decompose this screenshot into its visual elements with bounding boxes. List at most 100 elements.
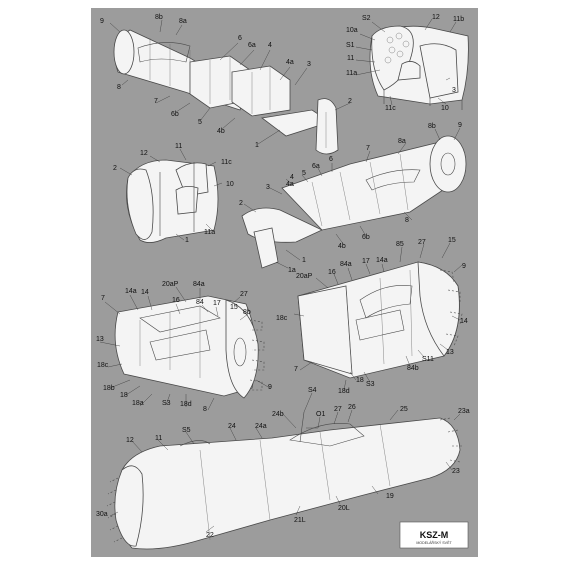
label-5: 5 — [302, 170, 306, 177]
label-11b: 11b — [453, 16, 464, 23]
label-13: 13 — [446, 349, 454, 356]
label-1a: 1a — [288, 267, 296, 274]
label-S5: S5 — [182, 427, 191, 434]
label-6b: 6b — [362, 234, 370, 241]
step3-assembly — [126, 159, 219, 243]
label-10: 10 — [441, 105, 449, 112]
label-18d: 18d — [180, 401, 192, 408]
step7-labels: S4 24b O1 27 26 25 23a 12 11 S5 24 24a 2… — [96, 387, 470, 539]
label-9: 9 — [268, 384, 272, 391]
label-O1: O1 — [316, 411, 325, 418]
label-24a: 24a — [255, 423, 267, 430]
label-12: 12 — [126, 437, 134, 444]
label-8a: 8a — [179, 18, 187, 25]
step2-assembly — [369, 25, 469, 110]
label-26: 26 — [348, 404, 356, 411]
label-15: 15 — [230, 304, 238, 311]
label-6a: 6a — [312, 163, 320, 170]
label-8: 8 — [117, 84, 121, 91]
label-11a: 11a — [204, 229, 215, 236]
label-6: 6 — [329, 156, 333, 163]
step1-leader-lines — [109, 19, 351, 145]
label-7: 7 — [294, 366, 298, 373]
label-25: 25 — [400, 406, 408, 413]
step6-assembly — [297, 261, 463, 379]
step4-leader-lines — [243, 127, 461, 269]
label-9: 9 — [462, 263, 466, 270]
label-4a: 4a — [286, 181, 294, 188]
label-3: 3 — [452, 87, 456, 94]
label-1: 1 — [185, 237, 189, 244]
label-11c: 11c — [385, 105, 396, 112]
label-27: 27 — [418, 239, 426, 246]
label-S3: S3 — [162, 400, 171, 407]
label-14a: 14a — [376, 257, 388, 264]
step4-assembly — [241, 135, 467, 269]
logo-subtitle: MODELÁŘSKÝ SVĚT — [416, 540, 452, 545]
label-8b: 8b — [243, 309, 251, 316]
label-84b: 84b — [407, 365, 419, 372]
label-4b: 4b — [217, 128, 225, 135]
step5-leader-lines — [99, 286, 271, 411]
label-24: 24 — [228, 423, 236, 430]
label-6b: 6b — [171, 111, 179, 118]
label-23: 23 — [452, 468, 460, 475]
label-6a: 6a — [248, 42, 256, 49]
label-4: 4 — [290, 174, 294, 181]
label-12: 12 — [432, 14, 440, 21]
label-10a: 10a — [346, 27, 358, 34]
label-27: 27 — [334, 406, 342, 413]
label-18d: 18d — [338, 388, 350, 395]
label-17: 17 — [213, 300, 221, 307]
label-1: 1 — [255, 142, 259, 149]
label-18b: 18b — [103, 385, 115, 392]
label-12: 12 — [140, 150, 148, 157]
step2-leader-lines — [355, 18, 457, 106]
label-9: 9 — [458, 122, 462, 129]
label-18a: 18a — [132, 400, 144, 407]
step3-leader-lines — [119, 148, 223, 241]
label-18c: 18c — [97, 362, 109, 369]
label-7: 7 — [101, 295, 105, 302]
logo: KSZ-M MODELÁŘSKÝ SVĚT — [399, 521, 469, 549]
label-11: 11 — [347, 55, 354, 62]
label-84: 84 — [196, 299, 204, 306]
label-7: 7 — [154, 98, 158, 105]
label-84a: 84a — [340, 261, 352, 268]
label-S1: S1 — [346, 42, 355, 49]
label-17: 17 — [362, 258, 370, 265]
step1-assembly — [113, 29, 339, 155]
step5-labels: 14a 14 16 20aP 84a 84 17 15 27 8b 7 13 1… — [96, 281, 272, 413]
label-8: 8 — [405, 217, 409, 224]
label-8a: 8a — [398, 138, 406, 145]
label-14a: 14a — [125, 288, 137, 295]
label-18c: 18c — [276, 315, 288, 322]
label-27: 27 — [240, 291, 248, 298]
logo-name: KSZ-M — [420, 530, 449, 540]
label-30a: 30a — [96, 511, 108, 518]
label-10: 10 — [226, 181, 234, 188]
label-9: 9 — [100, 18, 104, 25]
label-6: 6 — [238, 35, 242, 42]
label-S2: S2 — [362, 15, 371, 22]
label-16: 16 — [328, 269, 336, 276]
label-1: 1 — [302, 257, 306, 264]
label-23a: 23a — [458, 408, 470, 415]
label-18: 18 — [356, 377, 364, 384]
label-18: 18 — [120, 392, 128, 399]
label-85: 85 — [396, 241, 404, 248]
label-2: 2 — [348, 98, 352, 105]
label-8b: 8b — [155, 14, 163, 21]
label-2: 2 — [239, 200, 243, 207]
label-S4: S4 — [308, 387, 317, 394]
label-21L: 21L — [294, 517, 306, 524]
label-4a: 4a — [286, 59, 294, 66]
label-8b: 8b — [428, 123, 436, 130]
step7-assembly — [106, 411, 462, 550]
label-11: 11 — [155, 435, 162, 442]
label-22: 22 — [206, 532, 214, 539]
label-11: 11 — [175, 143, 182, 150]
label-14: 14 — [141, 289, 149, 296]
